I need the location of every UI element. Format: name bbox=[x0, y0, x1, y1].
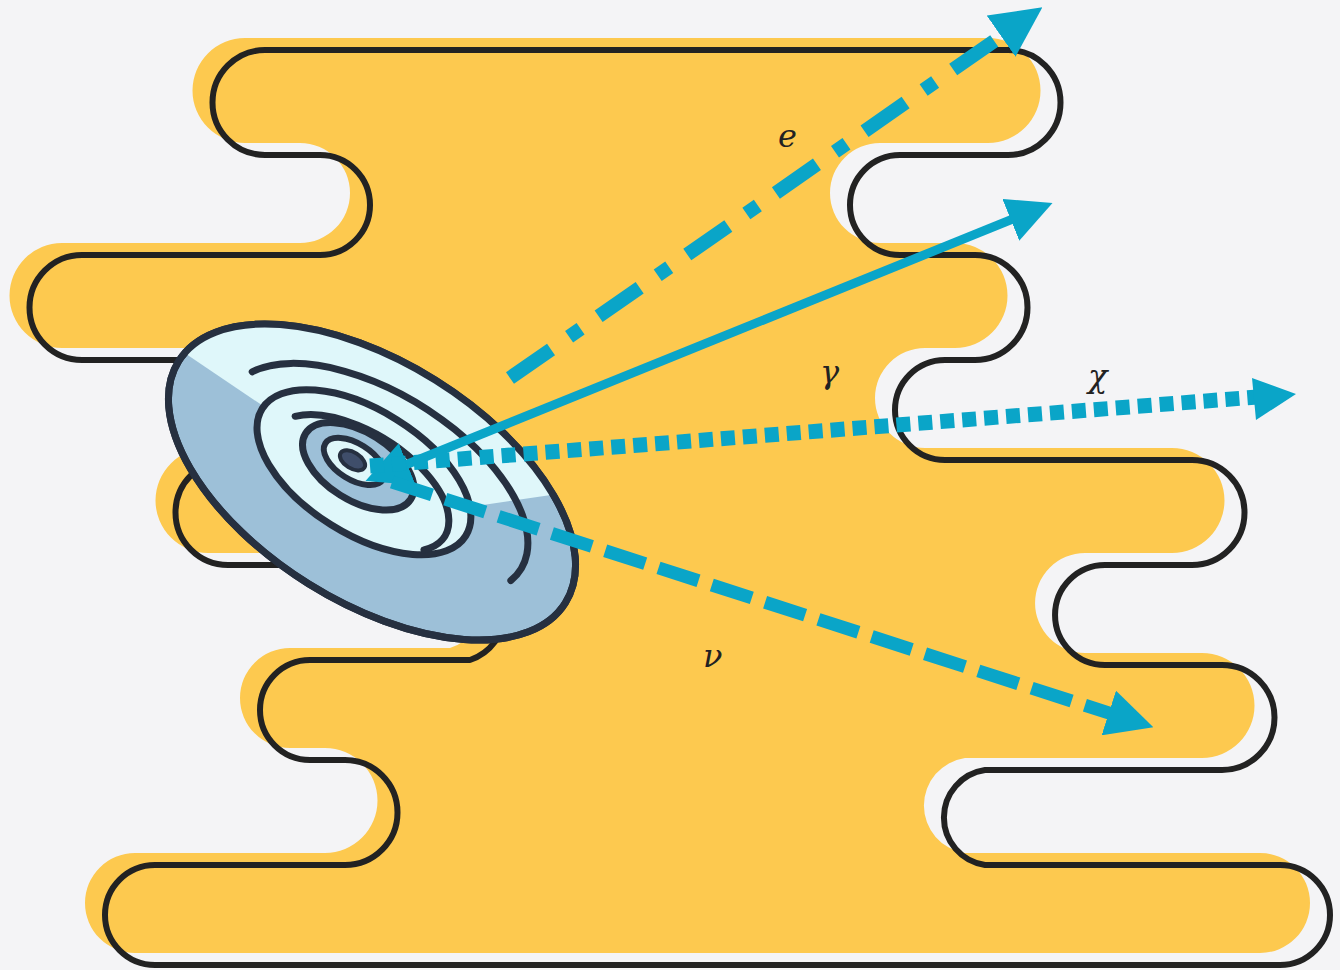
particle-label: e bbox=[778, 120, 797, 152]
blob-outline bbox=[30, 50, 1331, 965]
dark-matter-ray bbox=[370, 396, 1270, 466]
particle-label: ν bbox=[703, 640, 722, 672]
blob-fill bbox=[10, 38, 1311, 953]
particle-label: χ bbox=[1088, 360, 1107, 392]
electron-ray bbox=[510, 16, 1030, 378]
particle-label: γ bbox=[820, 356, 839, 388]
accretion-disk bbox=[115, 259, 629, 704]
neutrino-ray bbox=[392, 482, 1140, 723]
arrow-head bbox=[1252, 378, 1296, 420]
